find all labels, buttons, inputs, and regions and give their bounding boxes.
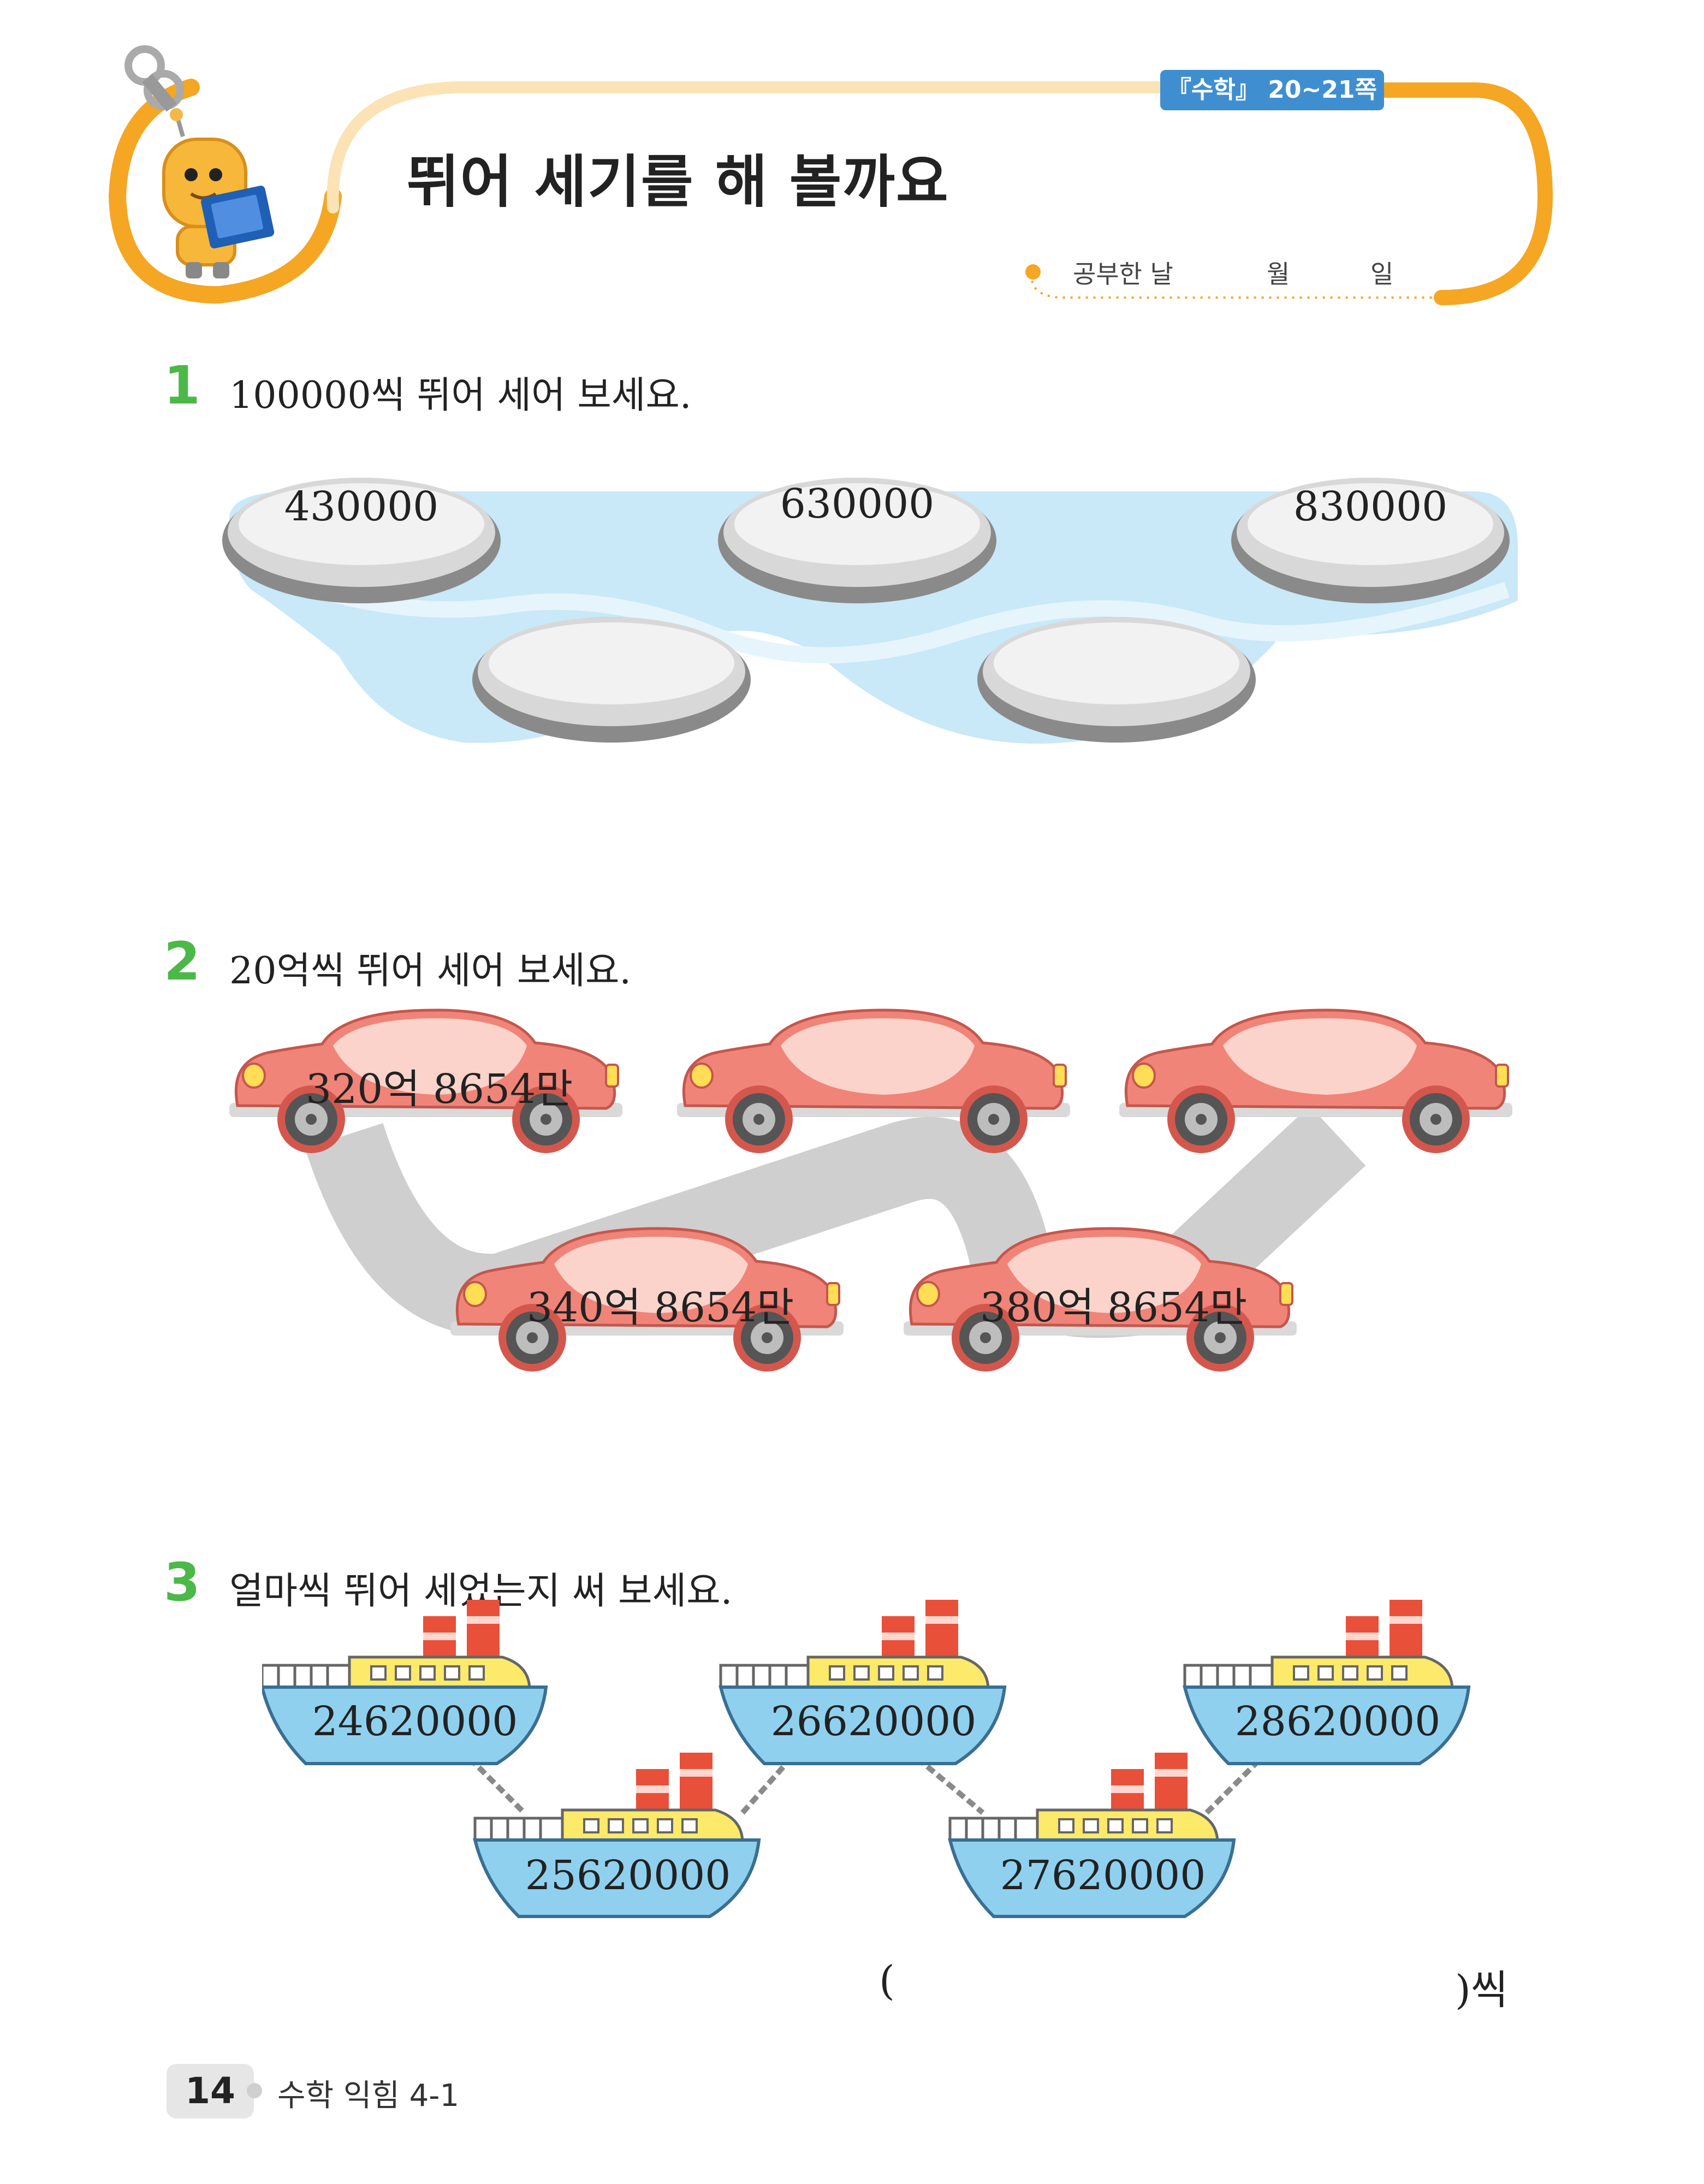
stepping-stones-illustration [222, 478, 1518, 744]
page-separator-dot [247, 2083, 262, 2098]
car-1-value: 320억 8654만 [306, 1066, 573, 1113]
answer-open-paren: ( [879, 1957, 895, 2004]
stone-3 [718, 478, 996, 603]
study-month-label: 월 [1267, 259, 1290, 289]
stone-1-value: 430000 [284, 483, 439, 530]
stone-5 [1231, 478, 1510, 603]
stone-1 [222, 478, 501, 603]
answer-unit-label: )씩 [1455, 1967, 1508, 2014]
question-1-text: 100000씩 뛰어 세어 보세요. [229, 374, 692, 417]
answer-blank[interactable] [906, 1957, 1441, 2007]
stone-3-value: 630000 [780, 480, 935, 527]
cars-illustration [218, 999, 1529, 1398]
question-1-number: 1 [164, 355, 200, 416]
question-3-number: 3 [164, 1552, 200, 1613]
book-name: 수학 익힘 4-1 [277, 2078, 460, 2114]
ships-illustration [262, 1594, 1496, 1933]
stone-2 [472, 617, 751, 743]
ship-2-value: 25620000 [525, 1852, 731, 1899]
study-day-label: 일 [1370, 259, 1394, 289]
robot-mascot-icon [162, 108, 275, 278]
car-2-value: 340억 8654만 [527, 1284, 794, 1331]
windup-key-icon [124, 45, 184, 112]
ship-4-value: 27620000 [1000, 1852, 1206, 1899]
textbook-reference-tag: 『수학』 20~21쪽 [1160, 70, 1384, 110]
ship-5-value: 28620000 [1234, 1698, 1441, 1745]
question-2-number: 2 [164, 931, 200, 992]
stone-4 [977, 617, 1256, 743]
study-date-label: 공부한 날 [1073, 259, 1173, 289]
question-2-text: 20억씩 뛰어 세어 보세요. [229, 949, 632, 993]
page-title: 뛰어 세기를 해 볼까요 [407, 149, 949, 215]
header-decoration [108, 45, 1553, 305]
page-number: 14 [167, 2064, 254, 2118]
stone-5-value: 830000 [1293, 483, 1448, 530]
car-4-value: 380억 8654만 [980, 1284, 1248, 1331]
ship-1-value: 24620000 [312, 1698, 518, 1745]
ship-3-value: 26620000 [770, 1698, 977, 1745]
